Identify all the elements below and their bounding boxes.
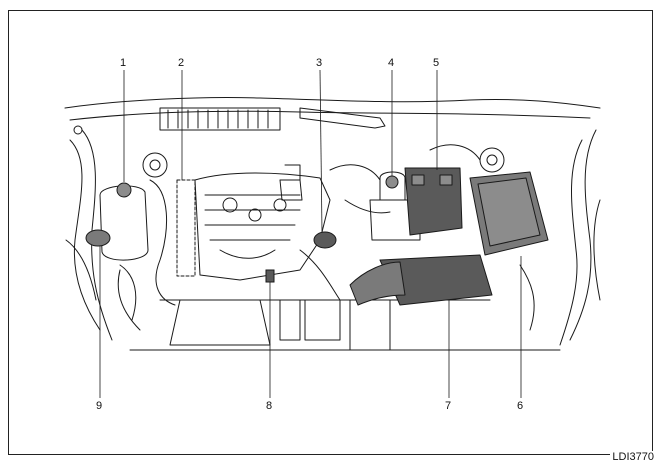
- callout-3: 3: [316, 57, 323, 69]
- oil-filler-cap: [313, 231, 337, 249]
- figure-code: LDI3770: [610, 451, 656, 463]
- callout-6: 6: [517, 400, 524, 412]
- callout-8: 8: [266, 400, 273, 412]
- figure-frame: [8, 10, 653, 455]
- washer-fluid-cap: [85, 229, 111, 247]
- callout-9: 9: [96, 400, 103, 412]
- fuse-box: [469, 171, 549, 256]
- callout-1: 1: [120, 57, 127, 69]
- dipstick: [265, 269, 275, 283]
- callout-2: 2: [178, 57, 185, 69]
- brake-reservoir-cap: [385, 175, 399, 189]
- callout-5: 5: [433, 57, 440, 69]
- callout-7: 7: [445, 400, 452, 412]
- leader-line-3: [319, 69, 323, 233]
- battery: [404, 167, 463, 236]
- coolant-cap: [116, 182, 132, 198]
- air-intake-duct: [349, 254, 493, 306]
- callout-4: 4: [388, 57, 395, 69]
- cowl-grille: [159, 107, 281, 131]
